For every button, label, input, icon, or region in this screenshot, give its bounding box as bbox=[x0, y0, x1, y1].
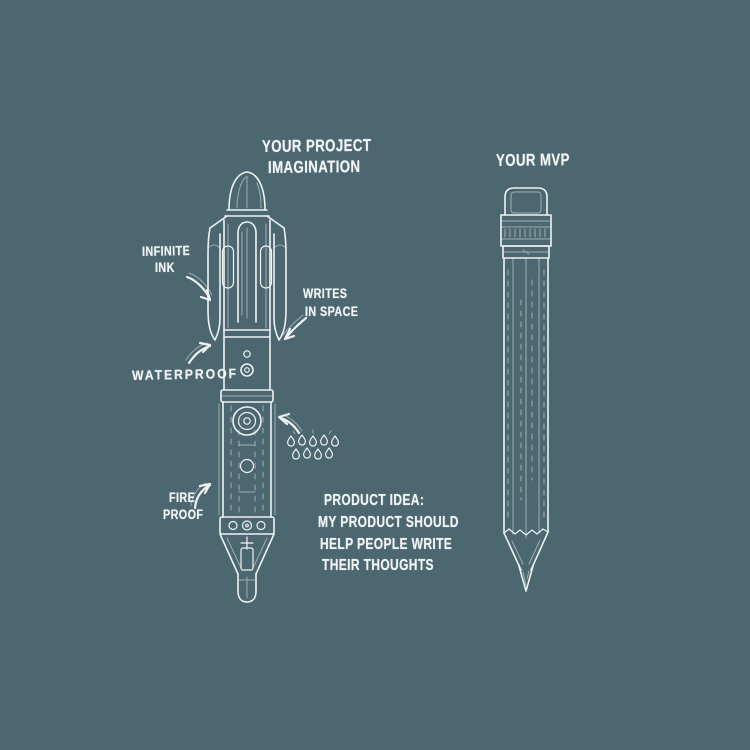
water-droplets-icon bbox=[287, 429, 339, 460]
space-pen-drawing bbox=[207, 171, 287, 603]
imagination-title-line2: IMAGINATION bbox=[267, 156, 361, 177]
arrow-fire-proof bbox=[190, 482, 212, 510]
arrow-writes-in-space bbox=[282, 314, 308, 341]
product-idea-line3: HELP PEOPLE WRITE bbox=[320, 536, 453, 553]
callout-fire-proof-line1: FIRE bbox=[169, 490, 196, 505]
callout-infinite-ink-line1: INFINITE bbox=[141, 242, 191, 259]
product-idea-line4: THEIR THOUGHTS bbox=[322, 557, 434, 574]
arrow-droplets bbox=[277, 412, 303, 435]
callout-fire-proof-line2: PROOF bbox=[163, 507, 204, 522]
product-idea-line1: PRODUCT IDEA: bbox=[324, 492, 425, 509]
callout-waterproof: WATERPROOF bbox=[131, 365, 239, 383]
mvp-title: YOUR MVP bbox=[495, 150, 570, 170]
imagination-title-line1: YOUR PROJECT bbox=[261, 135, 372, 156]
arrow-infinite-ink bbox=[185, 272, 213, 302]
callout-infinite-ink-line2: INK bbox=[155, 260, 175, 275]
arrow-waterproof bbox=[185, 341, 212, 365]
callout-writes-in-space-line2: IN SPACE bbox=[305, 304, 359, 319]
callout-writes-in-space-line1: WRITES bbox=[303, 286, 348, 301]
pencil-drawing bbox=[500, 187, 552, 592]
product-idea-line2: MY PRODUCT SHOULD bbox=[318, 514, 459, 531]
